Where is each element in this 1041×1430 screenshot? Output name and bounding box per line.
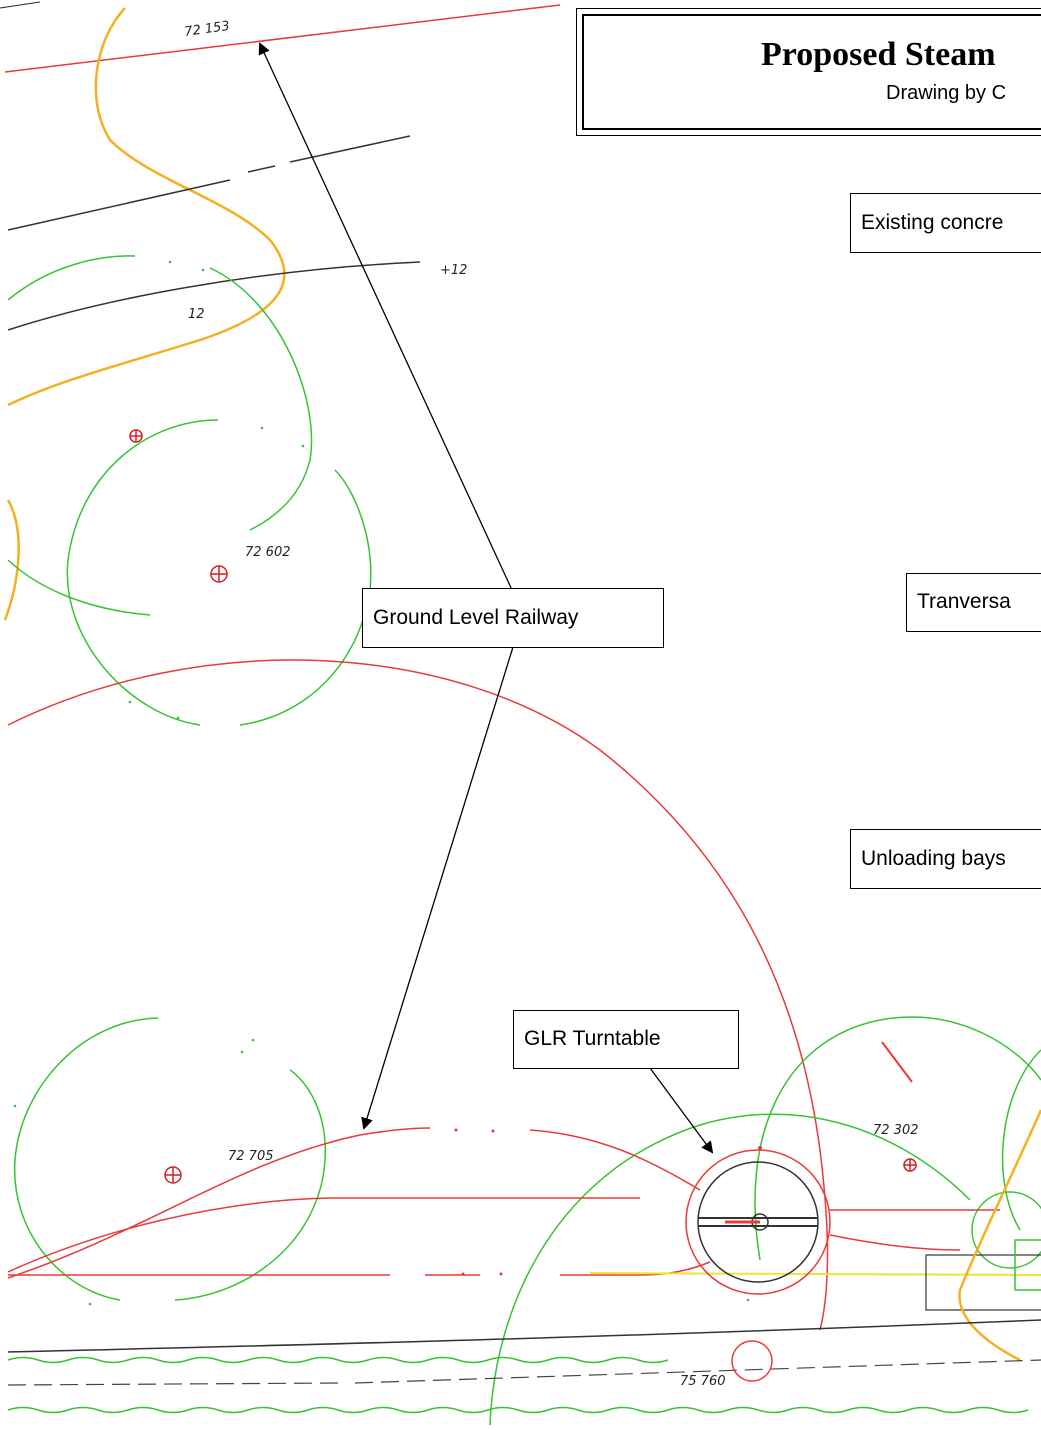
glr-turntable-symbol <box>685 1149 831 1295</box>
boundary-line <box>4 4 561 73</box>
drawing-subtitle: Drawing by C <box>886 82 1007 104</box>
callout-glr-turntable: GLR Turntable <box>513 1010 739 1069</box>
building-green <box>1014 1239 1041 1291</box>
hedge-line-1 <box>7 1356 669 1364</box>
tree-marker-2 <box>210 565 228 583</box>
tree-canopy-3 <box>7 559 151 616</box>
level-label-12b: 12 <box>188 307 205 322</box>
callout-transversa: Tranversa <box>906 573 1041 632</box>
callout-unloading-bays: Unloading bays <box>850 829 1041 889</box>
track-line-2 <box>7 261 421 331</box>
title-block-inner: Proposed Steam Drawing by C <box>582 14 1041 130</box>
level-label-302: 72 302 <box>873 1123 919 1138</box>
callout-ground-level-railway: Ground Level Railway <box>362 588 664 648</box>
level-label-602: 72 602 <box>245 545 291 560</box>
building-outline <box>925 1254 1041 1311</box>
survey-points <box>13 260 750 1306</box>
arrow-railway-down <box>361 646 514 1130</box>
tree-marker-1 <box>129 429 143 443</box>
level-label-top: 72 153 <box>183 19 230 40</box>
callout-existing-concrete: Existing concre <box>850 193 1041 253</box>
tree-canopy-1 <box>7 255 313 531</box>
title-block: Proposed Steam Drawing by C <box>576 8 1041 136</box>
tree-canopy-8 <box>971 1191 1041 1269</box>
path-marker <box>731 1340 773 1382</box>
tree-marker-3 <box>164 1166 182 1184</box>
path-dashed <box>7 1359 1041 1386</box>
track-line-1 <box>7 179 231 231</box>
rail-track-1 <box>7 1127 431 1279</box>
level-label-705: 72 705 <box>228 1149 274 1164</box>
rail-track-3 <box>529 1129 701 1191</box>
callout-glr-turntable-label: GLR Turntable <box>524 1027 661 1050</box>
callout-transversa-label: Tranversa <box>917 590 1011 613</box>
tree-canopy-6 <box>754 1016 1041 1261</box>
rail-track-2 <box>7 1197 640 1273</box>
level-label-12: +12 <box>440 263 467 278</box>
track-line-1b <box>247 135 411 173</box>
arrow-turntable <box>649 1067 714 1154</box>
path-edge-black <box>7 1319 1041 1353</box>
hedge-line-2 <box>7 1406 1029 1414</box>
top-edge-line <box>0 1 41 9</box>
rail-track-5 <box>829 1234 961 1251</box>
tree-canopy-7 <box>1001 1049 1041 1231</box>
rail-track-4 <box>8 1261 711 1276</box>
tree-marker-4 <box>903 1158 917 1172</box>
callout-unloading-bays-label: Unloading bays <box>861 847 1006 870</box>
callout-ground-level-railway-label: Ground Level Railway <box>373 606 579 629</box>
level-label-750: 75 760 <box>680 1374 726 1389</box>
service-line <box>7 7 286 407</box>
rail-spur <box>881 1041 913 1083</box>
service-line-3 <box>958 1109 1041 1362</box>
rail-points <box>454 1128 762 1276</box>
service-line-2 <box>3 499 20 621</box>
arrow-railway-up <box>258 42 513 591</box>
drawing-title: Proposed Steam <box>761 36 996 73</box>
contour-arc <box>7 659 829 1331</box>
callout-existing-concrete-label: Existing concre <box>861 211 1004 234</box>
tree-canopy-5 <box>489 1113 971 1426</box>
tree-canopy-4 <box>13 1017 326 1301</box>
